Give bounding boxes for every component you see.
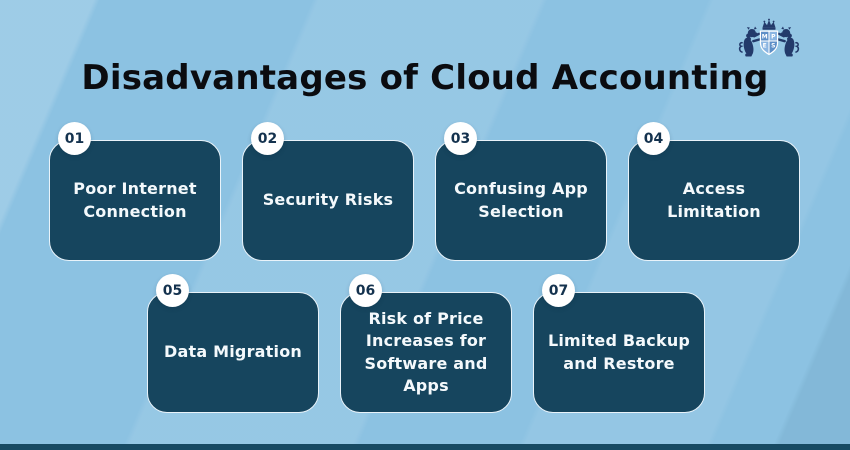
card-label: Data Migration: [164, 342, 302, 362]
card-number-badge: 01: [58, 122, 91, 155]
lion-right-icon: [777, 26, 800, 57]
mpes-crest-graphic: M P E S: [738, 18, 800, 57]
card-label: Access Limitation: [667, 179, 761, 221]
card-data-migration: 05 Data Migration: [147, 274, 319, 413]
card-number-badge: 02: [251, 122, 284, 155]
shield-letter-m: M: [762, 34, 768, 41]
card-label: Risk of Price Increases for Software and…: [364, 309, 488, 395]
card-number-badge: 03: [444, 122, 477, 155]
footer-bar: [0, 444, 850, 450]
card-price-increase-risk: 06 Risk of Price Increases for Software …: [340, 274, 512, 413]
shield-icon: M P E S: [759, 30, 779, 56]
card-label: Security Risks: [262, 190, 394, 210]
card-poor-internet-connection: 01 Poor Internet Connection: [49, 122, 221, 261]
cards-row-1: 01 Poor Internet Connection 02 Security …: [49, 122, 800, 261]
page-title: Disadvantages of Cloud Accounting: [81, 58, 769, 98]
card-number-badge: 07: [542, 274, 575, 307]
mpes-logo: M P E S: [736, 16, 802, 70]
shield-letter-s: S: [771, 43, 775, 50]
shield-letter-p: P: [771, 34, 776, 41]
crown-icon: [762, 18, 776, 30]
card-access-limitation: 04 Access Limitation: [628, 122, 800, 261]
cards-row-2: 05 Data Migration 06 Risk of Price Incre…: [147, 274, 705, 413]
card-label: Poor Internet Connection: [73, 179, 197, 221]
card-security-risks: 02 Security Risks: [242, 122, 414, 261]
lion-left-icon: [738, 26, 761, 57]
card-number-badge: 05: [156, 274, 189, 307]
shield-letter-e: E: [763, 43, 767, 50]
card-label: Confusing App Selection: [454, 179, 588, 221]
card-label: Limited Backup and Restore: [547, 331, 691, 373]
card-number-badge: 04: [637, 122, 670, 155]
card-limited-backup-restore: 07 Limited Backup and Restore: [533, 274, 705, 413]
card-confusing-app-selection: 03 Confusing App Selection: [435, 122, 607, 261]
card-number-badge: 06: [349, 274, 382, 307]
